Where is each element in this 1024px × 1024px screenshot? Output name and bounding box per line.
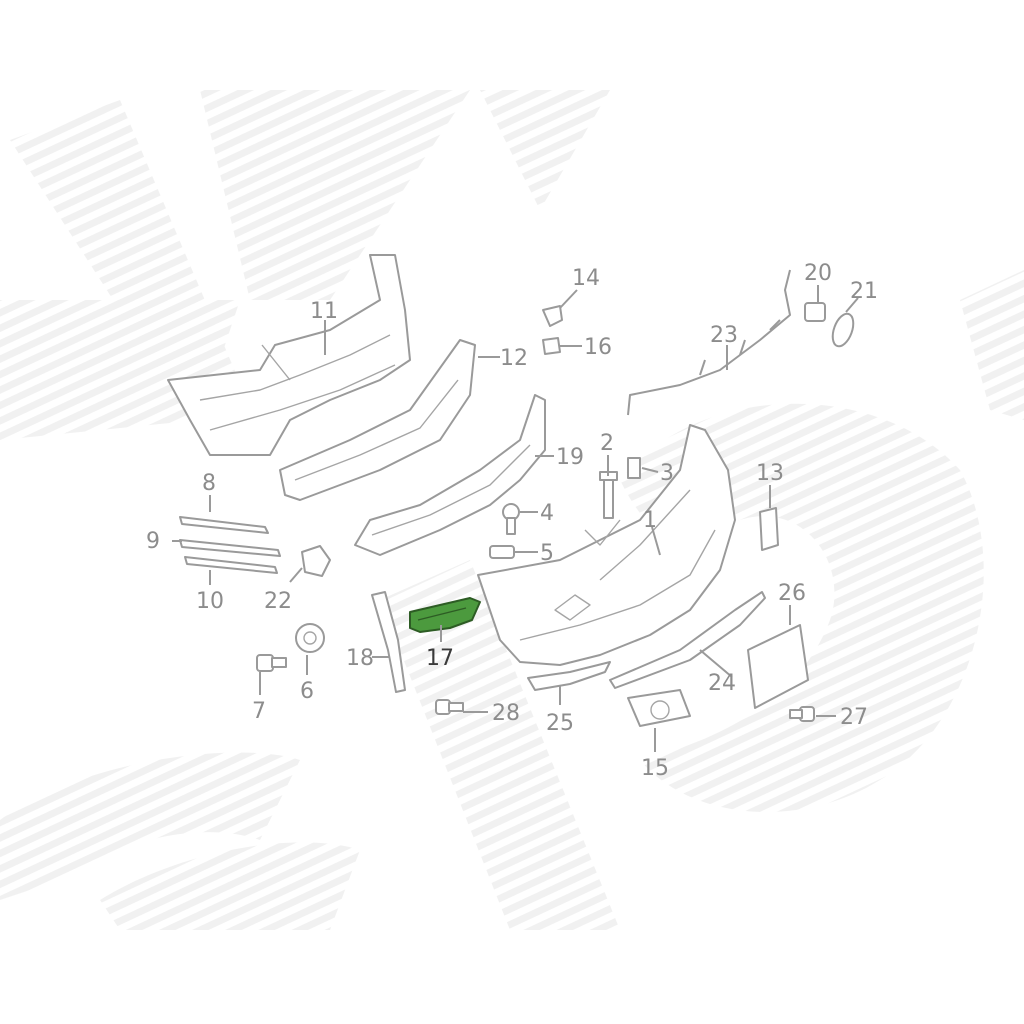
callout-5: 5 <box>540 541 554 566</box>
part-25-lower-strip[interactable] <box>527 661 611 691</box>
part-5-clip[interactable] <box>489 545 515 559</box>
callout-16: 16 <box>584 335 612 360</box>
part-18-side-bracket[interactable] <box>371 591 406 693</box>
part-24-trim-strip[interactable] <box>609 591 766 689</box>
part-3-clip[interactable] <box>627 457 641 479</box>
part-14-sensor[interactable] <box>542 305 563 327</box>
callout-labels: 11 12 19 8 9 10 22 7 6 18 17 28 25 15 24… <box>146 261 878 781</box>
part-11-bumper-cover[interactable] <box>167 254 411 456</box>
part-1-rear-bumper[interactable] <box>477 424 736 666</box>
callout-8: 8 <box>202 471 216 496</box>
callout-23: 23 <box>710 323 738 348</box>
callout-19: 19 <box>556 445 584 470</box>
part-28-bolt[interactable] <box>435 699 464 715</box>
part-10-trim-strip[interactable] <box>184 556 278 574</box>
callout-1: 1 <box>643 508 657 533</box>
part-13-bracket[interactable] <box>759 507 779 551</box>
callout-9: 9 <box>146 529 160 554</box>
callout-12: 12 <box>500 346 528 371</box>
callout-11: 11 <box>310 299 338 324</box>
part-12-absorber[interactable] <box>279 339 476 501</box>
callout-28: 28 <box>492 701 520 726</box>
part-27-bolt[interactable] <box>789 706 815 722</box>
part-22-tow-cap[interactable] <box>301 545 331 577</box>
callout-7: 7 <box>252 699 266 724</box>
callout-22: 22 <box>264 589 292 614</box>
callout-10: 10 <box>196 589 224 614</box>
callout-27: 27 <box>840 705 868 730</box>
leader-lines <box>172 285 859 752</box>
callout-24: 24 <box>708 671 736 696</box>
part-19-lower-grille[interactable] <box>354 394 546 556</box>
callout-3: 3 <box>660 461 674 486</box>
part-15-bezel[interactable] <box>627 689 691 727</box>
part-26-plate-bracket[interactable] <box>747 624 809 709</box>
part-9-trim-strip[interactable] <box>179 539 281 557</box>
callout-13: 13 <box>756 461 784 486</box>
part-16-sensor-clip[interactable] <box>542 337 561 355</box>
callout-4: 4 <box>540 501 554 526</box>
part-4-screw[interactable] <box>502 503 520 535</box>
part-6-nut[interactable] <box>295 623 325 653</box>
part-2-stud[interactable] <box>599 471 618 519</box>
callout-26: 26 <box>778 581 806 606</box>
callout-2: 2 <box>600 431 614 456</box>
callout-18: 18 <box>346 646 374 671</box>
callout-14: 14 <box>572 266 600 291</box>
part-23-wiring-harness[interactable] <box>627 269 791 416</box>
callout-15: 15 <box>641 756 669 781</box>
callout-6: 6 <box>300 679 314 704</box>
callout-25: 25 <box>546 711 574 736</box>
part-21-sensor-ring[interactable] <box>829 311 858 349</box>
part-17-bracket-highlighted[interactable] <box>409 597 481 633</box>
callout-21: 21 <box>850 279 878 304</box>
part-20-connector[interactable] <box>804 302 826 322</box>
callout-20: 20 <box>804 261 832 286</box>
part-8-trim-strip[interactable] <box>179 516 269 534</box>
part-7-bolt[interactable] <box>256 654 287 672</box>
callout-17: 17 <box>426 646 454 671</box>
